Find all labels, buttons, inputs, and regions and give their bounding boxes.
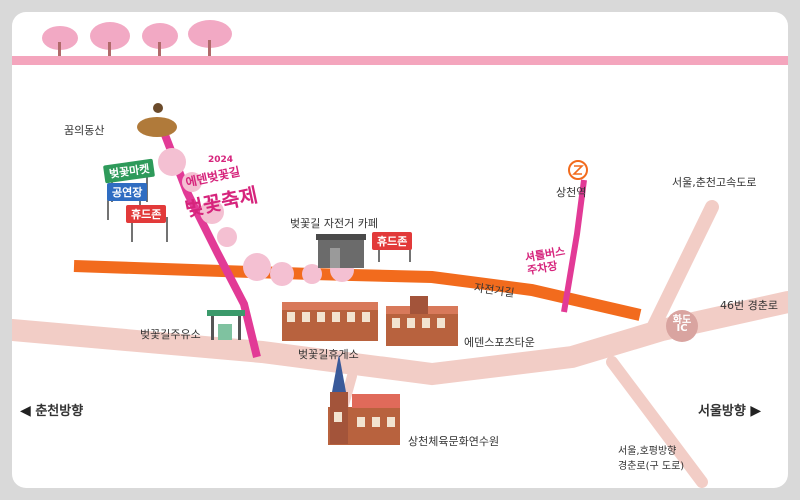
seoul-direction: 서울방향 ▶ <box>698 400 761 419</box>
sports-town-label: 에덴스포츠타운 <box>464 336 535 349</box>
cafe-label: 벚꽃길 자전거 카페 <box>290 217 378 230</box>
ic-name-1: 화도 <box>672 315 692 326</box>
map-canvas <box>12 20 788 488</box>
restzone-cafe-sign: 휴드존 <box>372 232 413 250</box>
bike-cafe-building <box>316 234 366 268</box>
bottom-road-label: 서울,호평방향 경춘로(구 도로) <box>618 446 685 472</box>
blossom-tree-icon <box>42 20 232 56</box>
top-pink-band <box>12 56 788 65</box>
arrow-left-icon: ◀ <box>20 403 31 419</box>
route46-label: 46번 경춘로 <box>720 299 778 312</box>
seoul-expressway-label: 서울,춘천고속도로 <box>672 176 757 189</box>
rest-area-building <box>282 302 378 341</box>
arrow-right-icon: ▶ <box>750 403 762 419</box>
festival-year: 2024 <box>208 155 234 165</box>
peak-label: 꿈의동산 <box>64 124 105 137</box>
restzone-left-sign: 휴드존 <box>126 205 167 223</box>
ic-name-2: IC <box>676 323 688 334</box>
gas-station-label: 벚꽃길주유소 <box>140 328 201 341</box>
training-center-label: 상천체육문화연수원 <box>408 435 500 448</box>
sports-town-building <box>386 296 458 346</box>
seoul-direction-text: 서울방향 <box>698 404 746 419</box>
chuncheon-direction: ◀ 춘천방향 <box>20 400 83 419</box>
training-center-building <box>328 354 400 445</box>
peak-sculpture-icon <box>137 103 177 137</box>
performance-sign: 공연장 <box>107 183 148 201</box>
rest-area-label: 벚꽃길휴게소 <box>298 348 359 361</box>
chuncheon-direction-text: 춘천방향 <box>35 404 84 419</box>
ic-circle <box>666 310 698 342</box>
map-frame: 꿈의동산 벚꽃마켓 공연장 휴드존 2024 에덴벚꽃길 벚꽃축제 벚꽃길 자전… <box>12 12 788 488</box>
station-label: 상천역 <box>556 186 587 199</box>
gas-station-building <box>207 310 245 340</box>
subway-icon <box>568 160 588 180</box>
station-line <box>561 179 587 313</box>
